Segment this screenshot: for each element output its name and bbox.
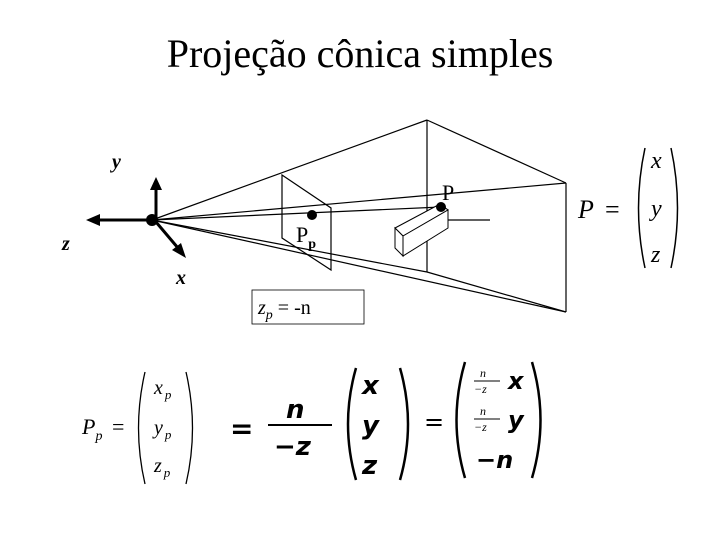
ray-top: [151, 119, 428, 221]
object-front-face: [402, 209, 449, 257]
point-p-label: P: [442, 180, 454, 205]
pp-x-sub: p: [164, 387, 172, 402]
projection-plane: [281, 173, 332, 272]
origin-point: [146, 214, 158, 226]
rhs-row1-x: x: [507, 367, 525, 395]
z-axis-arrowhead: [86, 214, 100, 226]
vector-p: P = x y z: [577, 147, 679, 269]
x-axis-arrowhead: [172, 243, 186, 258]
ray-right: [151, 182, 567, 221]
rhs-row2-frac-den: −z: [474, 420, 487, 434]
zp-label-box: [251, 289, 365, 325]
rhs-row1-frac-den: −z: [474, 382, 487, 396]
vector-p-y: y: [649, 196, 662, 222]
point-pp-main: P: [296, 222, 308, 247]
x-axis-line: [154, 221, 180, 249]
axes: [86, 177, 186, 258]
xyz-vector-right-paren: [398, 367, 410, 481]
frac-denominator: −z: [274, 432, 312, 462]
pp-y-sub: p: [164, 427, 172, 442]
eq-equals-1: =: [230, 412, 253, 445]
z-axis-label: z: [61, 233, 70, 255]
point-p: [436, 202, 446, 212]
eq-lhs: Pp: [81, 414, 102, 444]
zp-label: zp = -n: [257, 297, 311, 323]
frac-numerator: n: [286, 395, 305, 425]
xyz-vector-left-paren: [346, 367, 358, 481]
x-axis-label: x: [175, 267, 186, 289]
eq-lhs-main: P: [81, 414, 95, 439]
xyz-vector-z: z: [361, 451, 378, 481]
zp-main: z: [257, 297, 266, 319]
far-top-edge: [426, 119, 567, 184]
y-axis-label: y: [110, 151, 121, 173]
eq-lhs-sub: p: [94, 429, 102, 444]
pp-vector-left-paren: [137, 371, 146, 485]
far-bottom-edge: [426, 271, 567, 313]
vector-p-z: z: [650, 242, 661, 268]
pp-y-main: y: [152, 417, 163, 439]
point-pp-label: Pp: [296, 222, 316, 252]
rhs-vector-right-paren: [530, 361, 542, 479]
vector-p-x: x: [650, 148, 662, 174]
zp-sub: p: [265, 308, 273, 323]
ray-bottom-right: [151, 219, 567, 313]
y-axis-arrowhead: [150, 177, 162, 190]
rhs-row2-frac-num: n: [480, 404, 486, 418]
pp-x-main: x: [153, 377, 163, 399]
eq-equals-2: =: [424, 408, 444, 436]
rhs-row2-y: y: [508, 406, 525, 434]
point-pp-sub: p: [308, 237, 316, 252]
vector-p-lhs: P: [577, 195, 594, 224]
xyz-vector-y: y: [362, 411, 380, 441]
pp-z-main: z: [153, 455, 162, 477]
page-title: Projeção cônica simples: [166, 31, 554, 76]
ray-bottom: [151, 219, 428, 273]
vector-p-left-paren: [637, 147, 646, 269]
rhs-row1-frac-num: n: [480, 366, 486, 380]
projected-point-pp: [307, 210, 317, 220]
rhs-vector-left-paren: [455, 361, 467, 479]
xyz-vector-x: x: [360, 371, 380, 401]
rhs-row3-neg-n: −n: [476, 446, 513, 474]
projected-object: [394, 203, 449, 258]
eq-lhs-equals: =: [112, 414, 124, 439]
vector-p-right-paren: [670, 147, 679, 269]
projection-ray: [151, 206, 442, 221]
zp-rest: = -n: [273, 297, 311, 319]
view-frustum: [151, 119, 567, 313]
vector-p-eq: =: [605, 195, 620, 224]
pp-vector-right-paren: [185, 371, 194, 485]
pp-z-sub: p: [163, 465, 171, 480]
